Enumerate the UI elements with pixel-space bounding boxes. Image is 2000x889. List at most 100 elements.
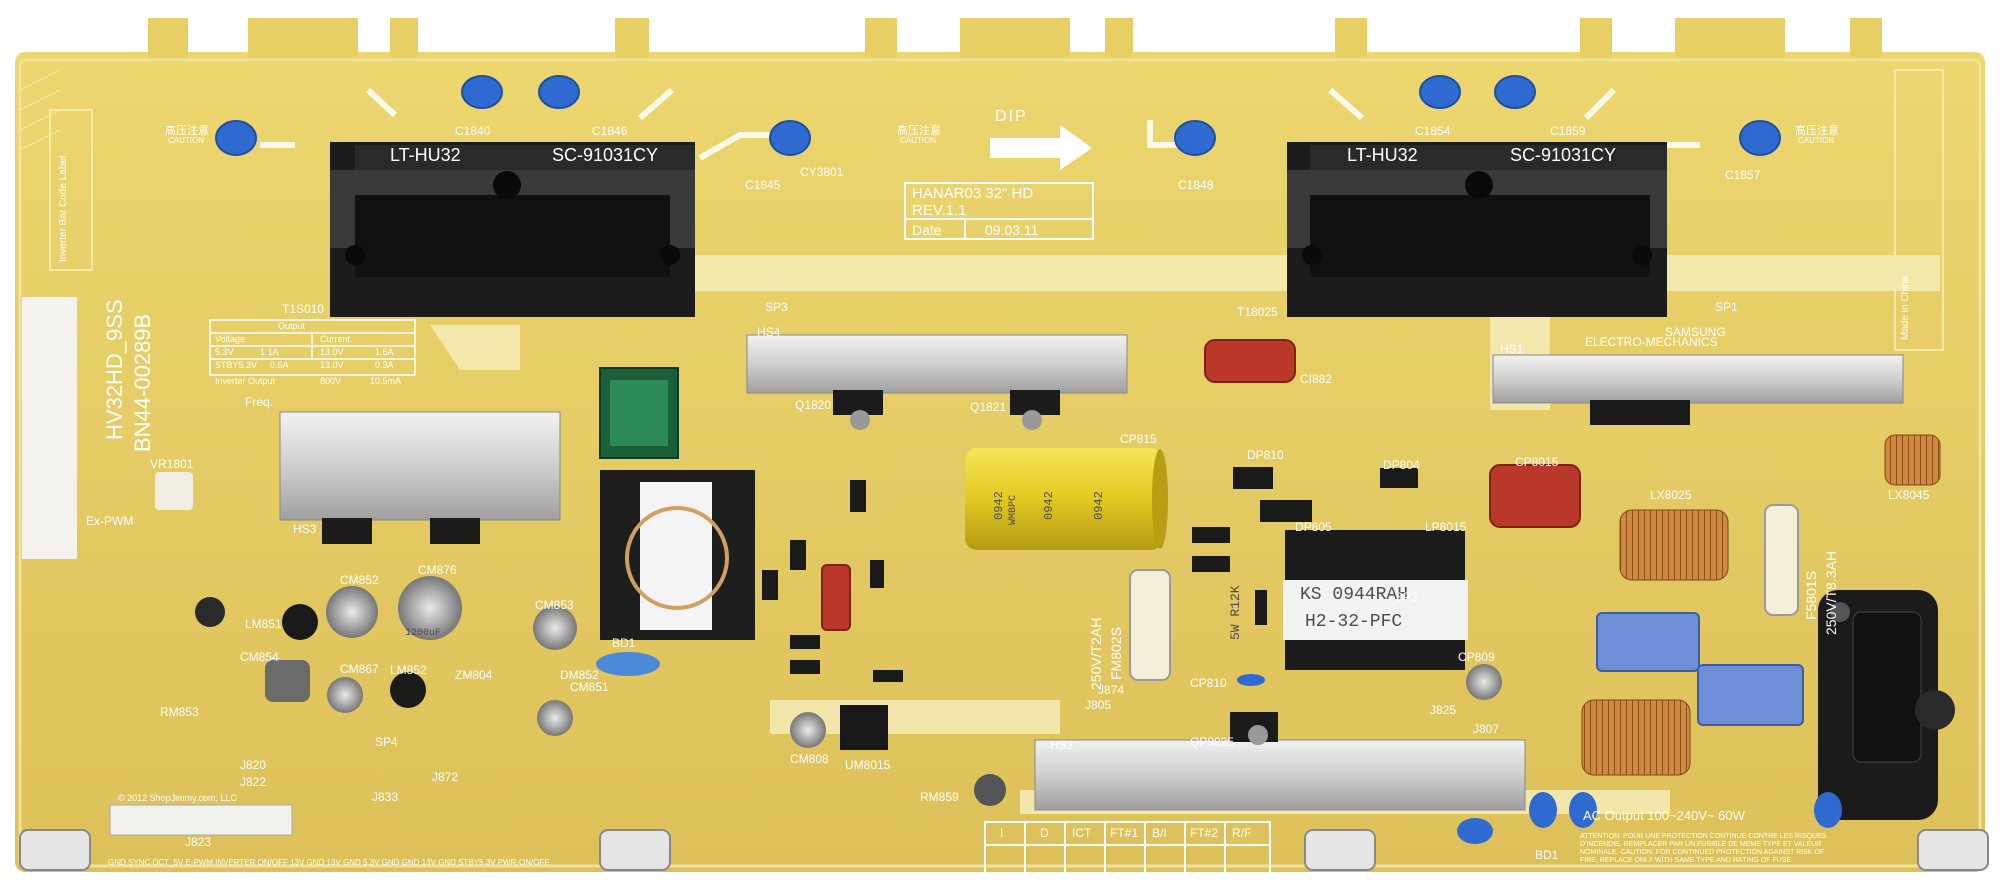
ref-cp815: CP815 [1120, 432, 1157, 446]
ref-dm852: DM852 [560, 668, 599, 682]
spec-r2-c3: 13.0V [320, 360, 344, 370]
ref-cp810: CP810 [1190, 676, 1227, 690]
ref-t1s010: T1S010 [282, 302, 325, 316]
ref-dp804: DP804 [1383, 458, 1420, 472]
caution-en-3: CAUTION [1798, 136, 1834, 145]
spec-r2-c2: 0.6A [270, 360, 289, 370]
ref-freq: Freq. [245, 395, 274, 409]
ref-zm804: ZM804 [455, 668, 493, 682]
ref-sp1: SP1 [1715, 300, 1738, 314]
ref-sp3: SP3 [765, 300, 788, 314]
ref-j872: J872 [432, 770, 459, 784]
ref-j805: J805 [1085, 698, 1112, 712]
transformer-left [330, 142, 695, 317]
fuse-left-name: FM802S [1108, 627, 1124, 680]
mosfets [322, 390, 1690, 745]
inverter-barcode-label: Inverter Bar Code Label [58, 155, 69, 262]
ref-c1840: C1840 [455, 124, 491, 138]
ref-lm851: LM851 [245, 617, 282, 631]
diodes [762, 467, 1418, 682]
ref-c1848: C1848 [1178, 178, 1214, 192]
ref-vr1801: VR1801 [150, 457, 194, 471]
brand-sub-label: ELECTRO-MECHANICS [1585, 335, 1718, 349]
bottom-connector [109, 804, 293, 836]
cap-value-1: 0942 [992, 491, 1006, 520]
small-electrolytics [195, 576, 1502, 806]
table-col-6: FT#2 [1190, 826, 1219, 840]
ref-qp8025: QP8025 [1190, 735, 1235, 749]
spec-r1-c3: 13.0V [320, 347, 344, 357]
spec-title: Output [278, 321, 306, 331]
ref-lx8025: LX8025 [1650, 488, 1692, 502]
ref-t18025: T18025 [1237, 305, 1278, 319]
model-label: HV32HD_9SS [102, 299, 127, 440]
resistor-label: 5W R12K [1228, 585, 1243, 640]
caution-en-1: CAUTION [168, 136, 204, 145]
ceramic-caps-top [215, 75, 1781, 156]
mounting-standoffs [19, 829, 1989, 871]
heatsinks [279, 334, 1904, 811]
transformer-right [1287, 142, 1667, 317]
table-col-3: ICT [1072, 826, 1092, 840]
revision-date-label: Date [912, 222, 942, 238]
ref-c1859: C1859 [1550, 124, 1586, 138]
standby-transformer [600, 470, 755, 640]
x-capacitors [1596, 612, 1804, 726]
ref-cm852: CM852 [340, 573, 379, 587]
fuses [1129, 504, 1799, 681]
copper-inductors [1581, 434, 1941, 776]
ref-lx8045: LX8045 [1888, 488, 1930, 502]
ref-j807: J807 [1473, 722, 1500, 736]
pfc-choke-bottom: H2-32-PFC [1305, 612, 1403, 632]
ref-j874: J874 [1098, 683, 1125, 697]
dip-label: DIP [995, 108, 1028, 125]
spec-head-current: Current [320, 334, 351, 344]
spec-r2-c1: STBY5.3V [215, 360, 258, 370]
transformer-left-label-a: LT-HU32 [390, 145, 461, 165]
ref-bd1b: BD1 [1535, 848, 1559, 862]
safety-note: ATTENTION: POUR UNE PROTECTION CONTINUE … [1580, 833, 1827, 864]
pfc-choke-top: KS 0944RAH [1300, 585, 1409, 605]
copyright-label: © 2012 ShopJimmy.com, LLC [118, 793, 238, 803]
ac-output-label: AC Output 100~240V~ 60W [1583, 808, 1745, 823]
ref-j833: J833 [372, 790, 399, 804]
barcode-sticker [22, 297, 77, 559]
ref-um8015: UM8015 [845, 758, 891, 772]
film-capacitors [821, 339, 1581, 631]
spec-r2-c4: 0.3A [375, 360, 394, 370]
revision-line1: HANAR03 32" HD [912, 185, 1034, 202]
ref-j823: J823 [185, 835, 212, 849]
ref-j822: J822 [240, 775, 267, 789]
made-in-label: Made in China [1900, 275, 1911, 340]
cap-value-2: 0942 [1042, 491, 1056, 520]
vr1801-trimpot [155, 472, 193, 510]
ref-j825: J825 [1430, 703, 1457, 717]
inverter-label-box [49, 109, 93, 271]
left-hatch [19, 69, 61, 151]
spec-table-frame [209, 319, 416, 376]
ic-um8015 [840, 705, 888, 750]
table-col-7: R/F [1232, 826, 1252, 840]
made-in-box [1894, 69, 1944, 351]
transformer-right-label-b: SC-91031CY [1510, 145, 1617, 165]
ref-ex-pwm: Ex-PWM [86, 514, 134, 528]
blue-diode [596, 652, 660, 676]
fuse-right-name: F5801S [1803, 570, 1819, 620]
heatsink-hs2: HS2 [1050, 738, 1074, 752]
table-col-2: D [1040, 826, 1049, 840]
cap-1200-label: 1200uF [405, 628, 442, 639]
ref-dp810: DP810 [1247, 448, 1284, 462]
revision-line2: REV.1.1 [912, 202, 967, 219]
inspection-table-frame [984, 821, 1271, 881]
caution-cn-2: 高压注意 [897, 125, 941, 137]
ref-cm867: CM867 [340, 662, 379, 676]
ref-j820: J820 [240, 758, 267, 772]
green-choke [599, 367, 679, 459]
part-number-label: BN44-00289B [130, 313, 155, 452]
spec-r3-c3: 10.5mA [370, 376, 402, 386]
ref-q1821: Q1821 [970, 400, 1007, 414]
ref-cm851: CM851 [570, 680, 609, 694]
fuse-left-rating: 250V/T2AH [1088, 617, 1104, 690]
caution-en-2: CAUTION [900, 136, 936, 145]
table-col-1: I [1000, 826, 1004, 840]
